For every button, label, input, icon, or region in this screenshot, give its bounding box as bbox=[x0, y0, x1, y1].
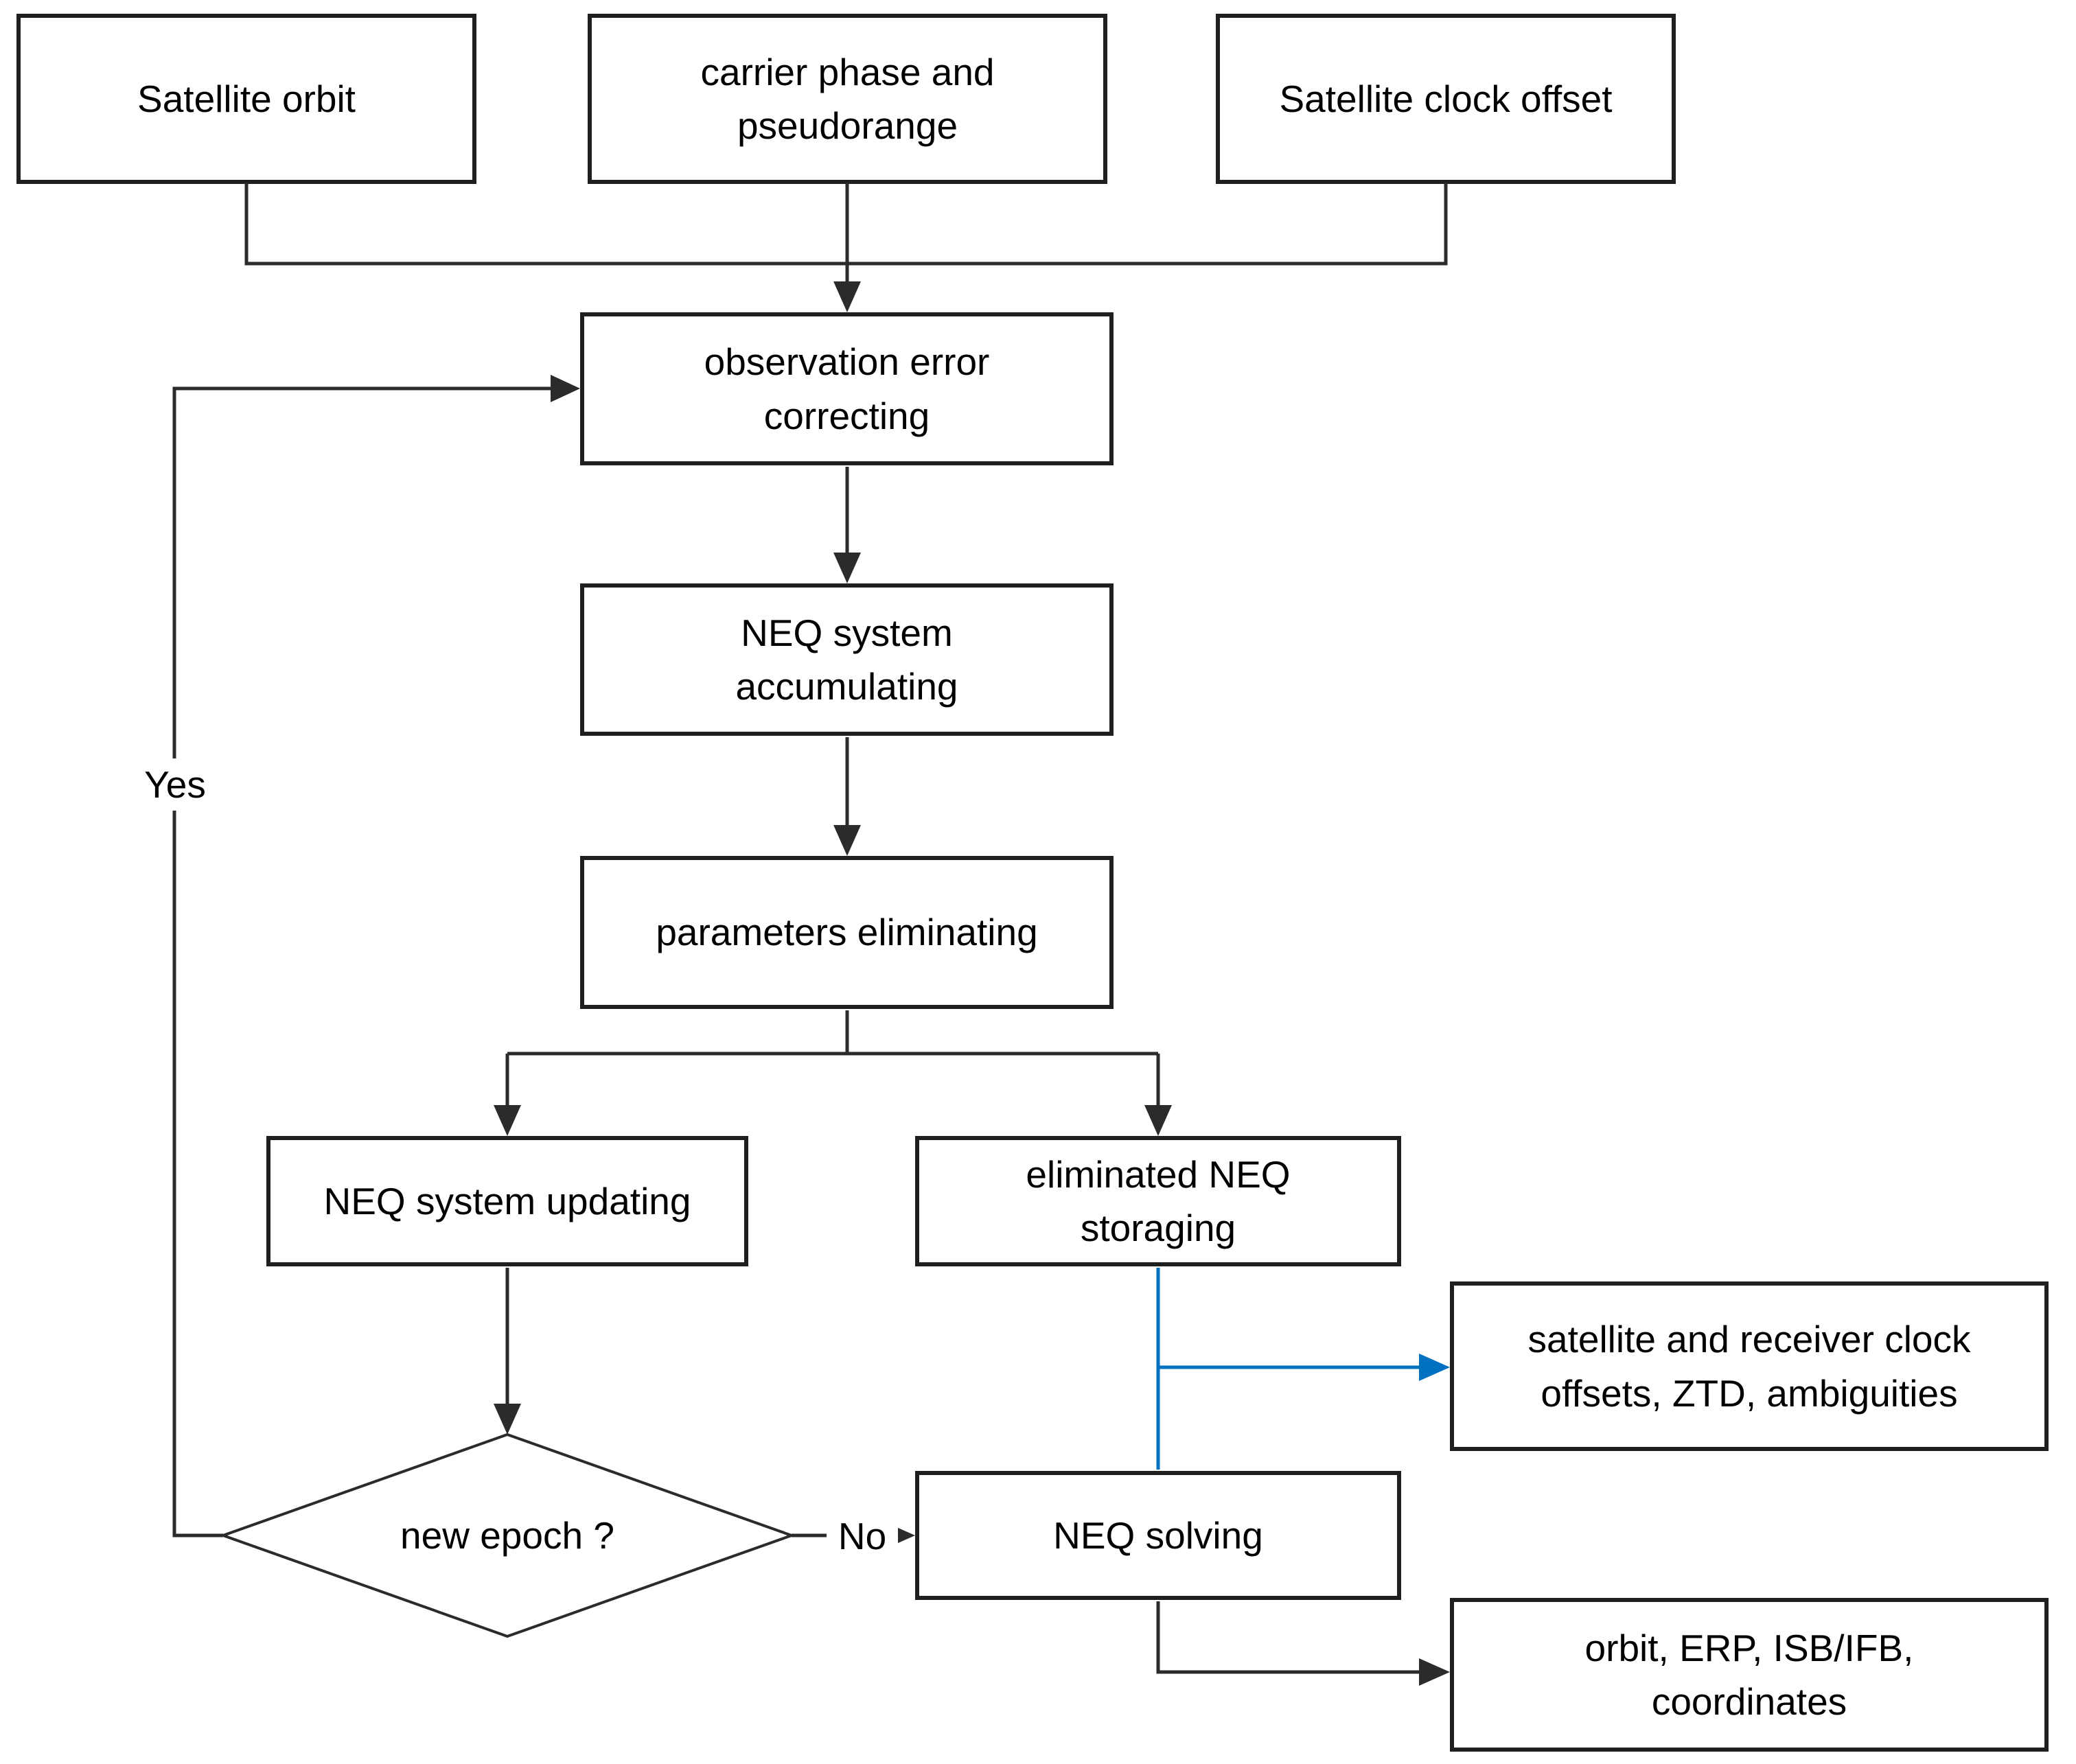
connector-top-merge-bar bbox=[244, 183, 1448, 266]
arrowhead-blue-into-clock-outputs bbox=[1419, 1354, 1450, 1381]
decision-new-epoch-label: new epoch ? bbox=[400, 1514, 614, 1557]
node-neq-system-updating: NEQ system updating bbox=[266, 1136, 748, 1266]
node-neq-solving: NEQ solving bbox=[915, 1471, 1401, 1600]
arrowhead-into-accumulating bbox=[833, 553, 861, 583]
connector-split-bar bbox=[505, 1010, 1160, 1106]
arrowhead-into-storaging bbox=[1144, 1105, 1172, 1136]
node-neq-system-accumulating: NEQ system accumulating bbox=[580, 583, 1114, 736]
connector-solving-to-outputs bbox=[1156, 1601, 1420, 1674]
node-satellite-orbit: Satellite orbit bbox=[16, 14, 476, 184]
edge-label-no: No bbox=[827, 1511, 898, 1562]
node-solution-outputs: orbit, ERP, ISB/IFB, coordinates bbox=[1450, 1598, 2049, 1752]
edge-label-yes: Yes bbox=[132, 758, 218, 811]
node-satellite-clock-offset: Satellite clock offset bbox=[1216, 14, 1676, 184]
node-parameters-eliminating: parameters eliminating bbox=[580, 856, 1114, 1009]
arrowhead-into-correcting bbox=[833, 281, 861, 312]
arrowhead-into-solution-outputs bbox=[1419, 1658, 1450, 1686]
arrowhead-yes-into-correcting bbox=[551, 375, 580, 402]
connector-blue-group bbox=[1156, 1268, 1420, 1470]
node-eliminated-neq-storaging: eliminated NEQ storaging bbox=[915, 1136, 1401, 1266]
node-observation-error-correcting: observation error correcting bbox=[580, 312, 1114, 465]
arrowhead-into-eliminating bbox=[833, 825, 861, 856]
connector-yes-loop bbox=[172, 386, 552, 1537]
node-carrier-phase-pseudorange: carrier phase and pseudorange bbox=[588, 14, 1107, 184]
arrowhead-into-updating bbox=[494, 1105, 521, 1136]
node-satellite-receiver-outputs: satellite and receiver clock offsets, ZT… bbox=[1450, 1281, 2049, 1451]
arrowhead-into-decision bbox=[494, 1404, 521, 1435]
